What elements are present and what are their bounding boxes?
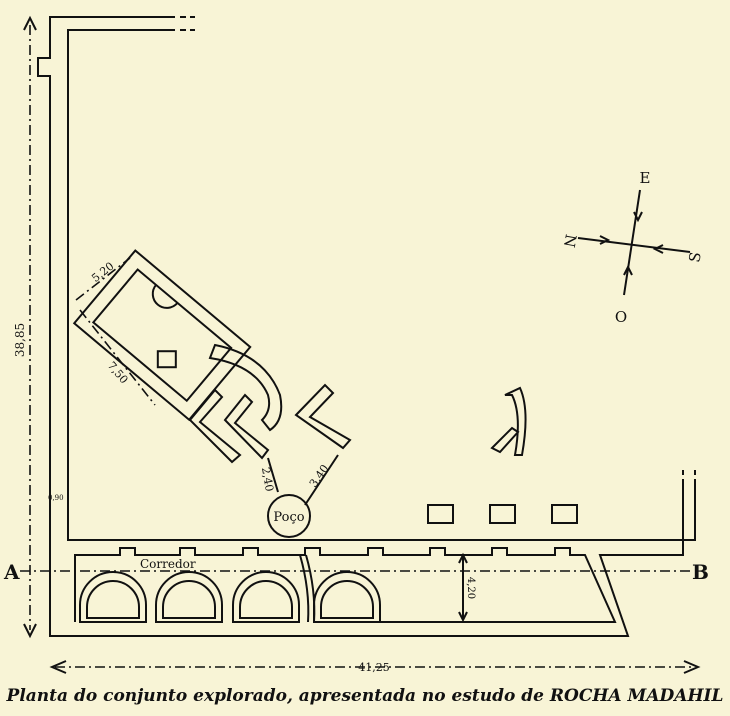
dim-total-width: 41,25 — [358, 661, 390, 674]
well: Poço — [267, 494, 311, 538]
arches — [79, 571, 381, 623]
main-room — [72, 249, 252, 422]
figure-caption: Planta do conjunto explorado, apresentad… — [0, 686, 730, 706]
well-label: Poço — [273, 510, 304, 525]
compass-east: E — [640, 169, 651, 187]
compass-south: S — [685, 251, 705, 264]
dim-total-height: 38,85 — [13, 323, 27, 357]
dim-corridor-width: 4,20 — [465, 577, 476, 599]
dim-room-width: 5,20 — [89, 260, 116, 285]
caption-author: ROCHA MADAHIL — [549, 686, 724, 706]
dim-well-right: 3,40 — [307, 462, 332, 490]
compass-rose: E N S O — [560, 169, 705, 326]
dimension-lines — [20, 15, 701, 674]
outer-walls — [37, 16, 696, 637]
dim-room-length: 7,50 — [105, 359, 131, 386]
dim-wall-thickness: 0,90 — [48, 494, 64, 502]
pillars — [427, 504, 578, 524]
corridor — [74, 547, 617, 623]
corridor-label: Corredor — [140, 557, 196, 571]
compass-west: O — [615, 308, 627, 326]
ruin-fragments — [188, 343, 527, 464]
compass-north: N — [560, 233, 580, 249]
section-a-label: A — [3, 560, 20, 584]
dim-well-left: 2,40 — [259, 466, 276, 492]
caption-text: Planta do conjunto explorado, apresentad… — [6, 686, 544, 706]
section-b-label: B — [692, 560, 709, 584]
